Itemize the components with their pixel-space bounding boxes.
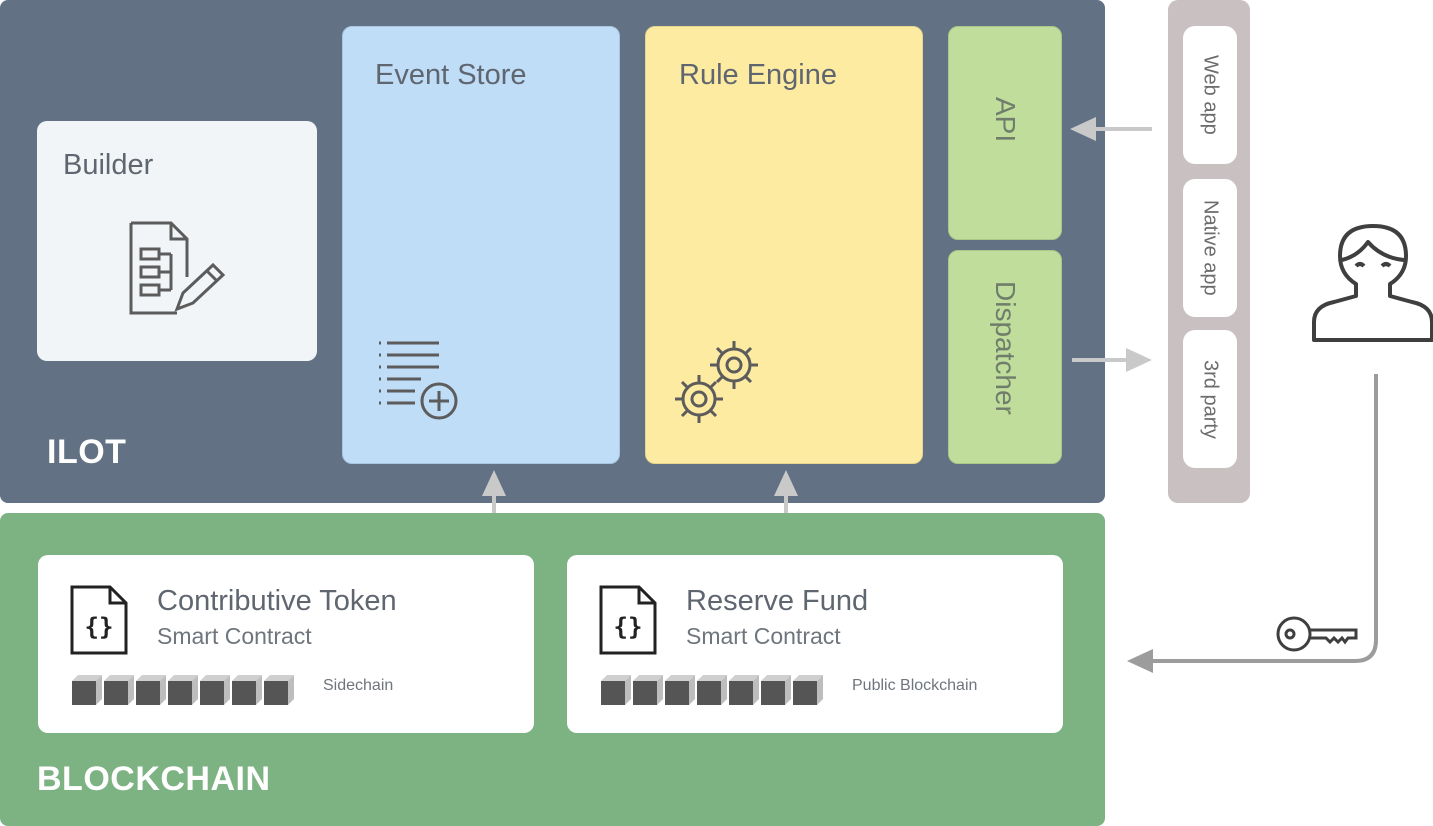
block-cube bbox=[168, 675, 198, 705]
arrow-head bbox=[482, 470, 506, 496]
user-icon bbox=[1312, 224, 1433, 342]
api-label: API bbox=[990, 97, 1021, 143]
api-card: API bbox=[948, 26, 1062, 240]
blockchain-label: BLOCKCHAIN bbox=[37, 760, 271, 798]
block-cube bbox=[793, 675, 823, 705]
blockchain-blocks-icon bbox=[601, 675, 823, 705]
block-cube bbox=[72, 675, 102, 705]
contract-title: Reserve Fund bbox=[686, 585, 869, 617]
block-cube bbox=[729, 675, 759, 705]
contributive-token-card: {} Contributive Token Smart Contract Sid… bbox=[38, 555, 534, 733]
client-label: Native app bbox=[1199, 200, 1222, 296]
contract-subtitle: Smart Contract bbox=[686, 623, 841, 649]
rule-engine-title: Rule Engine bbox=[679, 59, 837, 91]
document-edit-icon bbox=[129, 221, 226, 315]
block-cube bbox=[633, 675, 663, 705]
reserve-fund-card: {} Reserve Fund Smart Contract Public Bl… bbox=[567, 555, 1063, 733]
builder-title: Builder bbox=[63, 149, 154, 181]
dispatcher-card: Dispatcher bbox=[948, 250, 1062, 464]
block-cube bbox=[264, 675, 294, 705]
client-label: 3rd party bbox=[1199, 359, 1222, 439]
svg-text:{}: {} bbox=[614, 613, 643, 641]
block-cube bbox=[697, 675, 727, 705]
client-native-app: Native app bbox=[1183, 179, 1237, 317]
client-label: Web app bbox=[1199, 55, 1222, 135]
client-3rd-party: 3rd party bbox=[1183, 330, 1237, 468]
event-store-title: Event Store bbox=[375, 59, 527, 91]
block-cube bbox=[104, 675, 134, 705]
arrow-head bbox=[1070, 117, 1096, 141]
contract-title: Contributive Token bbox=[157, 585, 397, 617]
list-add-icon bbox=[379, 341, 458, 420]
arrow-head bbox=[1126, 348, 1152, 372]
blockchain-blocks-icon bbox=[72, 675, 294, 705]
block-cube bbox=[136, 675, 166, 705]
block-cube bbox=[761, 675, 791, 705]
clients-bar: Web app Native app 3rd party bbox=[1168, 0, 1250, 503]
block-cube bbox=[200, 675, 230, 705]
block-cube bbox=[601, 675, 631, 705]
client-web-app: Web app bbox=[1183, 26, 1237, 164]
chain-label: Sidechain bbox=[323, 677, 394, 694]
key-icon bbox=[1276, 616, 1358, 652]
builder-card: Builder bbox=[37, 121, 317, 361]
svg-text:{}: {} bbox=[85, 613, 114, 641]
chain-label: Public Blockchain bbox=[852, 677, 978, 694]
block-cube bbox=[665, 675, 695, 705]
event-store-card: Event Store bbox=[342, 26, 620, 464]
gears-icon bbox=[675, 341, 758, 423]
contract-subtitle: Smart Contract bbox=[157, 623, 312, 649]
blocks-chain bbox=[601, 673, 831, 712]
block-cube bbox=[232, 675, 262, 705]
code-file-icon: {} bbox=[70, 585, 128, 655]
code-file-icon: {} bbox=[599, 585, 657, 655]
arrow-head bbox=[774, 470, 798, 496]
blocks-chain bbox=[72, 673, 302, 712]
arrow-user-to-blockchain bbox=[1150, 374, 1378, 663]
arrow-head bbox=[1127, 649, 1153, 673]
ilot-label: ILOT bbox=[47, 433, 127, 471]
dispatcher-label: Dispatcher bbox=[990, 281, 1021, 415]
rule-engine-card: Rule Engine bbox=[645, 26, 923, 464]
